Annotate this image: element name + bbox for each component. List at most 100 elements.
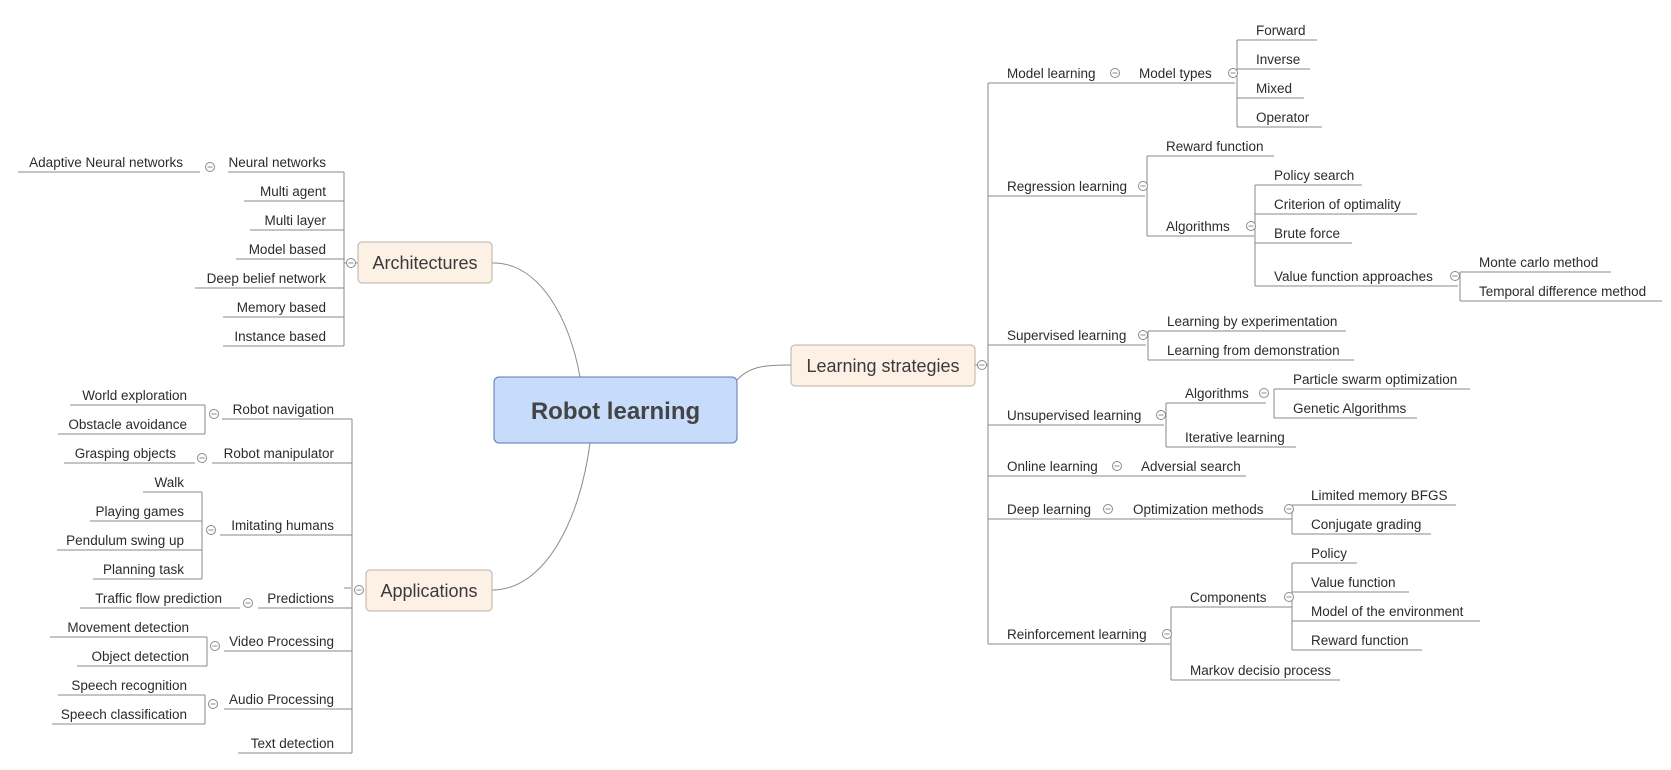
topic-deep-learning[interactable]: Deep learning — [988, 502, 1120, 520]
topic-inverse[interactable]: Inverse — [1237, 52, 1310, 70]
collapse-toggle-icon[interactable] — [1246, 221, 1256, 231]
collapse-toggle-icon[interactable] — [209, 409, 219, 419]
topic-regression-learning[interactable]: Regression learning — [988, 179, 1145, 197]
topic-operator[interactable]: Operator — [1237, 110, 1322, 128]
collapse-toggle-icon[interactable] — [1284, 592, 1294, 602]
collapse-toggle-icon[interactable] — [1259, 388, 1269, 398]
collapse-toggle-icon[interactable] — [197, 453, 207, 463]
collapse-toggle-icon[interactable] — [346, 258, 356, 268]
topic-model-learning[interactable]: Model learning — [988, 66, 1125, 84]
root-topic[interactable]: Robot learning — [493, 376, 738, 444]
collapse-toggle-icon[interactable] — [977, 360, 987, 370]
topic-grasping-objects[interactable]: Grasping objects — [64, 446, 195, 464]
topic-playing-games[interactable]: Playing games — [90, 504, 202, 522]
collapse-toggle-icon[interactable] — [1156, 410, 1166, 420]
main-topic-box — [790, 344, 976, 387]
collapse-toggle-icon[interactable] — [206, 525, 216, 535]
topic-planning-task[interactable]: Planning task — [93, 562, 202, 580]
topic-algorithms[interactable]: Algorithms — [1147, 219, 1254, 237]
topic-iterative-learning[interactable]: Iterative learning — [1166, 430, 1296, 448]
topic-predictions[interactable]: Predictions — [258, 591, 352, 609]
topic-reinforcement-learning[interactable]: Reinforcement learning — [988, 627, 1170, 645]
topic-deep-belief-network[interactable]: Deep belief network — [195, 271, 344, 289]
collapse-toggle-icon[interactable] — [1103, 504, 1113, 514]
topic-text-detection[interactable]: Text detection — [238, 736, 352, 754]
collapse-toggle-icon[interactable] — [243, 598, 253, 608]
collapse-toggle-icon[interactable] — [1138, 181, 1148, 191]
topic-unsupervised-learning[interactable]: Unsupervised learning — [988, 408, 1164, 426]
topic-learning-from-demonstration[interactable]: Learning from demonstration — [1148, 343, 1354, 361]
main-topic-box — [365, 569, 493, 612]
topic-movement-detection[interactable]: Movement detection — [50, 620, 207, 638]
topic-reward-function[interactable]: Reward function — [1147, 139, 1274, 157]
topic-memory-based[interactable]: Memory based — [223, 300, 344, 318]
topic-label: Forward — [1256, 23, 1306, 38]
collapse-toggle-icon[interactable] — [210, 641, 220, 651]
topic-components[interactable]: Components — [1171, 590, 1292, 608]
topic-monte-carlo-method[interactable]: Monte carlo method — [1460, 255, 1611, 273]
collapse-toggle-icon[interactable] — [1112, 461, 1122, 471]
topic-value-function[interactable]: Value function — [1292, 575, 1409, 593]
topic-imitating-humans[interactable]: Imitating humans — [220, 518, 352, 536]
topic-object-detection[interactable]: Object detection — [77, 649, 207, 667]
main-topic-box — [357, 241, 493, 284]
topic-audio-processing[interactable]: Audio Processing — [224, 692, 352, 710]
collapse-toggle-icon[interactable] — [354, 585, 364, 595]
topic-algorithms[interactable]: Algorithms — [1166, 386, 1266, 404]
topic-markov-decisio-process[interactable]: Markov decisio process — [1171, 663, 1340, 681]
collapse-toggle-icon[interactable] — [205, 162, 215, 172]
topic-policy[interactable]: Policy — [1292, 546, 1357, 564]
topic-instance-based[interactable]: Instance based — [223, 329, 344, 347]
topic-brute-force[interactable]: Brute force — [1255, 226, 1352, 244]
topic-particle-swarm-optimization[interactable]: Particle swarm optimization — [1274, 372, 1470, 390]
topic-adversial-search[interactable]: Adversial search — [1128, 459, 1246, 477]
topic-conjugate-grading[interactable]: Conjugate grading — [1292, 517, 1431, 535]
topic-model-based[interactable]: Model based — [236, 242, 344, 260]
topic-obstacle-avoidance[interactable]: Obstacle avoidance — [58, 417, 205, 435]
topic-robot-navigation[interactable]: Robot navigation — [222, 402, 352, 420]
topic-supervised-learning[interactable]: Supervised learning — [988, 328, 1146, 346]
topic-label: Robot navigation — [233, 402, 334, 417]
topic-criterion-of-optimality[interactable]: Criterion of optimality — [1255, 197, 1417, 215]
topic-learning-by-experimentation[interactable]: Learning by experimentation — [1148, 314, 1346, 332]
topic-video-processing[interactable]: Video Processing — [224, 634, 352, 652]
topic-speech-recognition[interactable]: Speech recognition — [58, 678, 205, 696]
topic-traffic-flow-prediction[interactable]: Traffic flow prediction — [80, 591, 240, 609]
main-topic-applications[interactable]: Applications — [365, 569, 493, 612]
topic-label: Learning by experimentation — [1167, 314, 1337, 329]
collapse-toggle-icon[interactable] — [1284, 504, 1294, 514]
topic-adaptive-neural-networks[interactable]: Adaptive Neural networks — [18, 155, 200, 173]
topic-temporal-difference-method[interactable]: Temporal difference method — [1460, 284, 1662, 302]
topic-genetic-algorithms[interactable]: Genetic Algorithms — [1274, 401, 1417, 419]
topic-walk[interactable]: Walk — [143, 475, 202, 493]
collapse-toggle-icon[interactable] — [1162, 629, 1172, 639]
topic-forward[interactable]: Forward — [1237, 23, 1317, 41]
topic-limited-memory-bfgs[interactable]: Limited memory BFGS — [1292, 488, 1456, 506]
topic-neural-networks[interactable]: Neural networks — [228, 155, 344, 173]
topic-robot-manipulator[interactable]: Robot manipulator — [212, 446, 352, 464]
main-topic-learning-strategies[interactable]: Learning strategies — [790, 344, 976, 387]
topic-pendulum-swing-up[interactable]: Pendulum swing up — [57, 533, 202, 551]
topic-model-types[interactable]: Model types — [1125, 66, 1235, 84]
topic-multi-layer[interactable]: Multi layer — [250, 213, 344, 231]
collapse-toggle-icon[interactable] — [1138, 330, 1148, 340]
topic-label: Genetic Algorithms — [1293, 401, 1407, 416]
collapse-toggle-icon[interactable] — [208, 699, 218, 709]
topic-model-of-the-environment[interactable]: Model of the environment — [1292, 604, 1480, 622]
topic-policy-search[interactable]: Policy search — [1255, 168, 1362, 186]
topic-speech-classification[interactable]: Speech classification — [52, 707, 205, 725]
topic-multi-agent[interactable]: Multi agent — [244, 184, 344, 202]
collapse-toggle-icon[interactable] — [1110, 68, 1120, 78]
topic-online-learning[interactable]: Online learning — [988, 459, 1128, 477]
topic-world-exploration[interactable]: World exploration — [70, 388, 205, 406]
topic-reward-function[interactable]: Reward function — [1292, 633, 1422, 651]
topic-label: Model types — [1139, 66, 1212, 81]
topic-value-function-approaches[interactable]: Value function approaches — [1255, 269, 1458, 287]
collapse-toggle-icon[interactable] — [1450, 271, 1460, 281]
topic-label: Markov decisio process — [1190, 663, 1331, 678]
main-topic-architectures[interactable]: Architectures — [357, 241, 493, 284]
topic-mixed[interactable]: Mixed — [1237, 81, 1304, 99]
topic-optimization-methods[interactable]: Optimization methods — [1120, 502, 1292, 520]
collapse-toggle-icon[interactable] — [1228, 68, 1238, 78]
